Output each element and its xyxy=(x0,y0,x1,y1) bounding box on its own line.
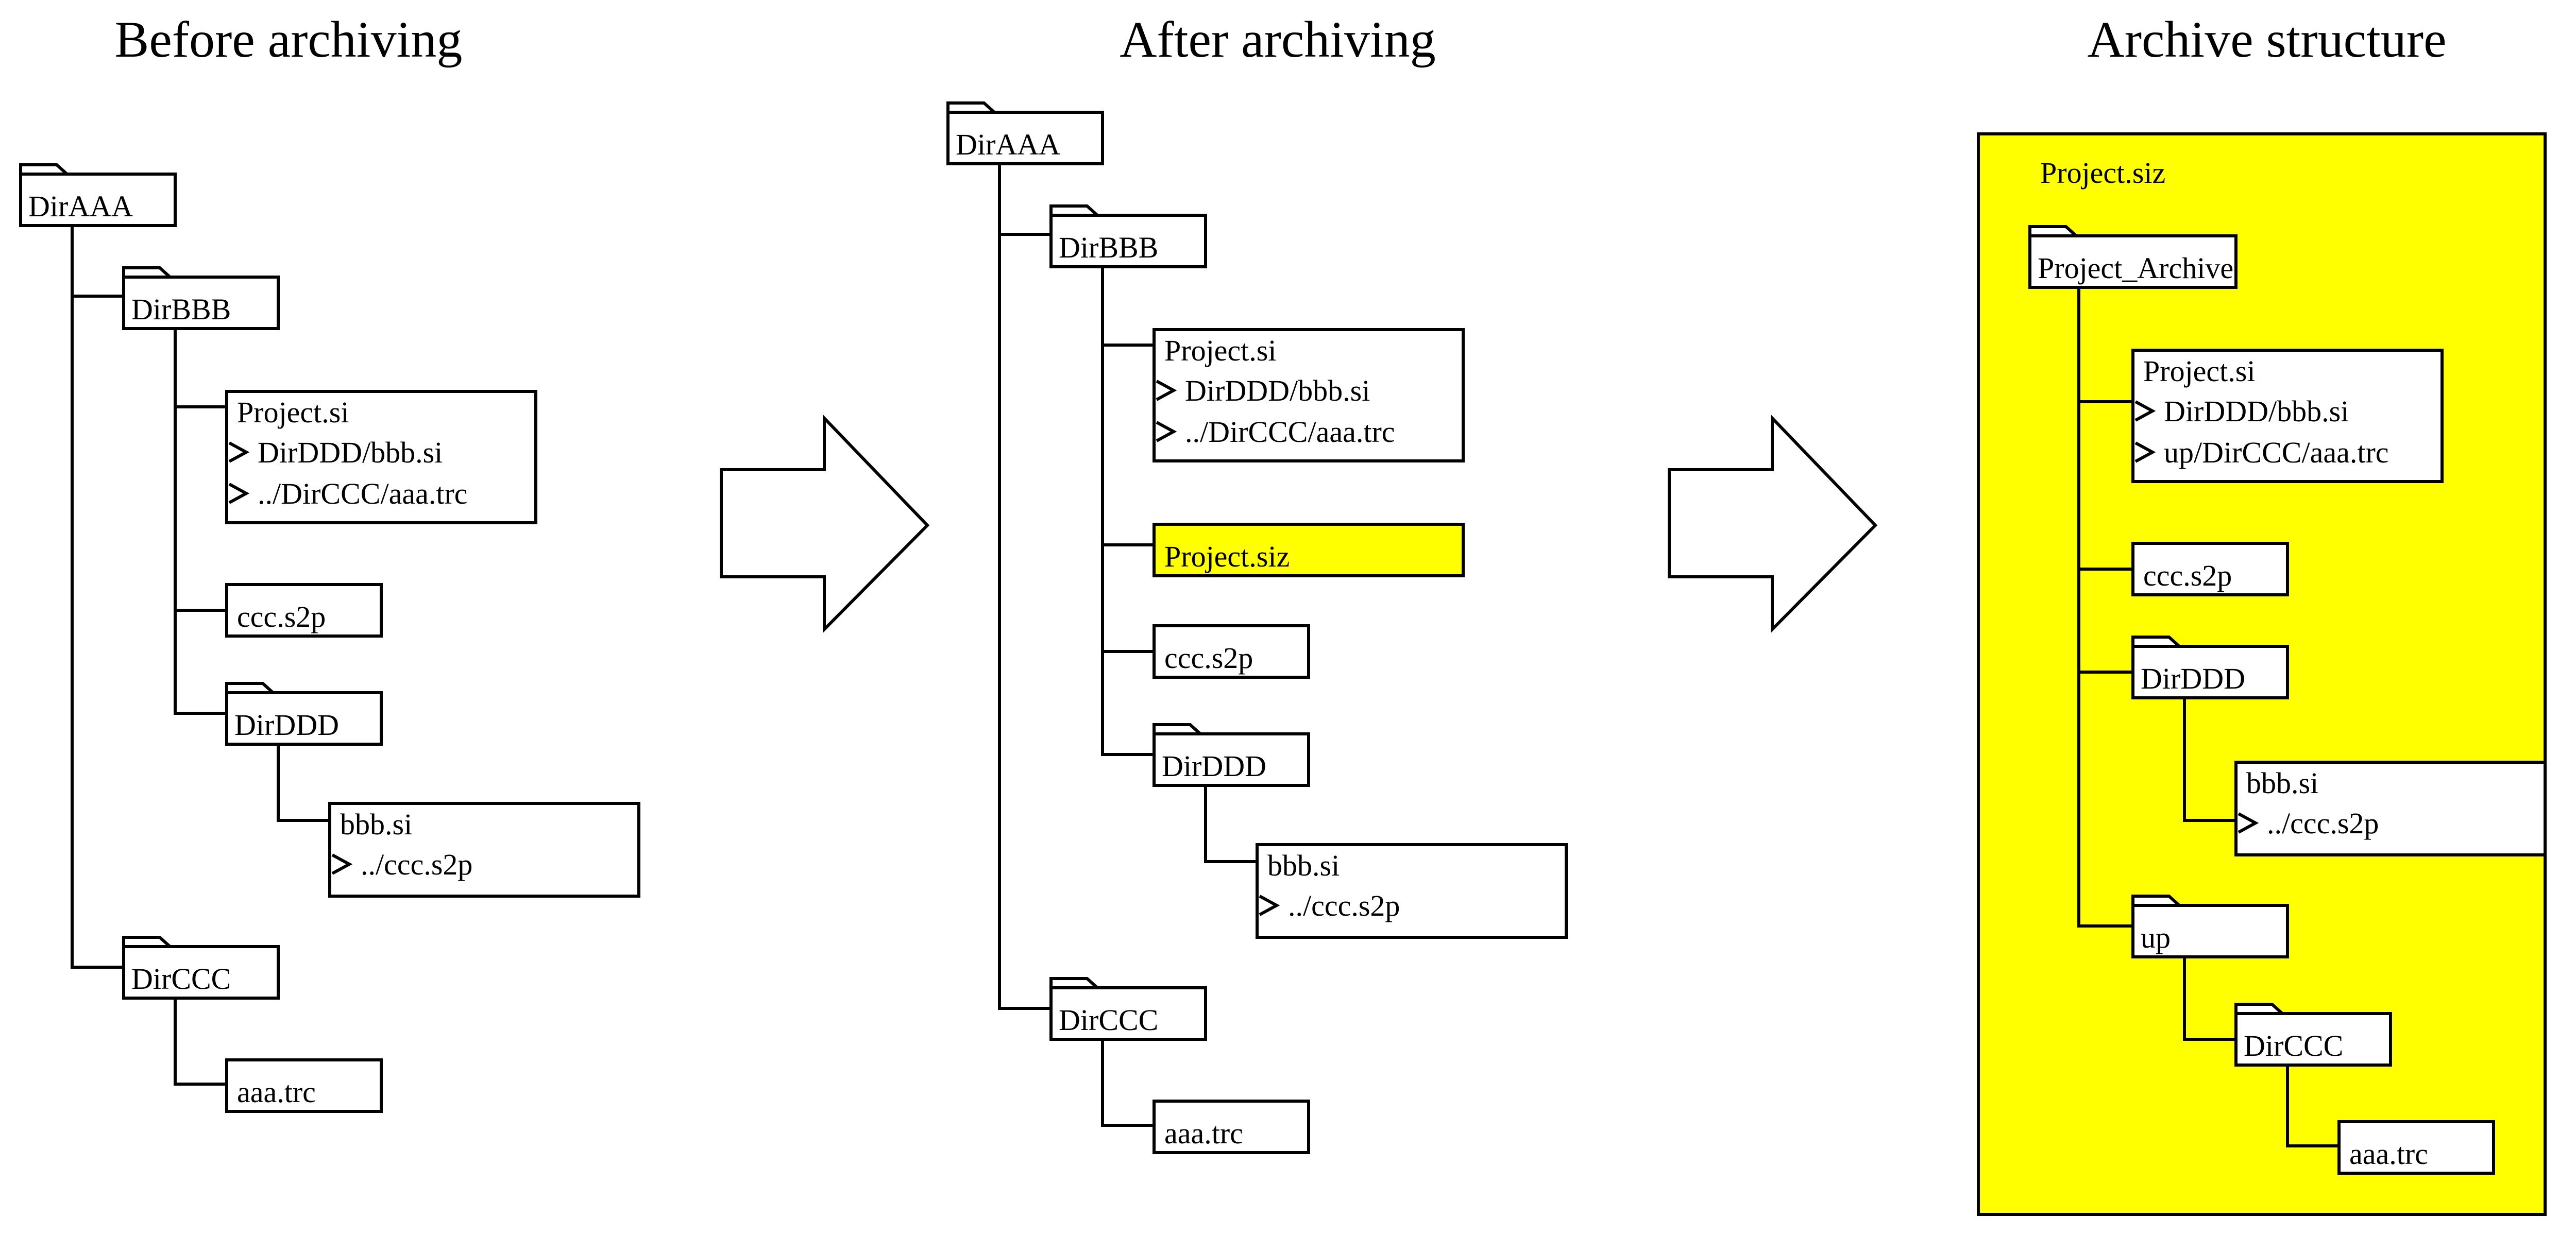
file-reference: ../ccc.s2p xyxy=(361,848,472,881)
panel-title-archive: Archive structure xyxy=(2088,11,2447,68)
right-arrow-icon xyxy=(720,414,930,633)
folder-dirccc[interactable]: DirCCC xyxy=(1049,977,1207,1041)
folder-diraaa[interactable]: DirAAA xyxy=(19,163,177,227)
file-ccc-s2p[interactable]: ccc.s2p xyxy=(1153,624,1310,679)
file-aaa-trc[interactable]: aaa.trc xyxy=(1153,1100,1310,1154)
folder-label: Project_Archive xyxy=(2038,251,2233,285)
archive-container-label: Project.siz xyxy=(2040,156,2165,190)
file-name: ccc.s2p xyxy=(237,600,326,633)
reference-chevron-icon xyxy=(2134,441,2156,463)
tree-lines-archive xyxy=(2077,287,2339,1147)
reference-chevron-icon xyxy=(228,441,250,463)
file-ccc-s2p[interactable]: ccc.s2p xyxy=(2131,542,2289,596)
file-name: Project.siz xyxy=(1164,540,1290,573)
folder-label: DirCCC xyxy=(1059,1003,1158,1037)
file-reference: DirDDD/bbb.si xyxy=(258,436,443,469)
folder-label: DirAAA xyxy=(956,128,1060,161)
file-name: Project.si xyxy=(2143,354,2255,388)
folder-up[interactable]: up xyxy=(2131,895,2289,958)
reference-chevron-icon xyxy=(331,853,353,875)
panel-before: Before archiving DirAAA DirBBB Project. xyxy=(19,11,640,1113)
reference-chevron-icon xyxy=(1156,380,1177,401)
reference-chevron-icon xyxy=(1156,421,1177,442)
reference-chevron-icon xyxy=(1259,895,1280,916)
folder-dirbbb[interactable]: DirBBB xyxy=(1049,204,1207,268)
folder-label: DirDDD xyxy=(2141,662,2245,695)
file-reference: ../DirCCC/aaa.trc xyxy=(258,477,468,510)
folder-label: DirBBB xyxy=(1059,231,1158,264)
tree-lines-after xyxy=(998,164,1257,1127)
file-reference: up/DirCCC/aaa.trc xyxy=(2164,436,2389,469)
folder-dirccc[interactable]: DirCCC xyxy=(122,936,280,1000)
panel-archive: Archive structure Project.siz Project_Ar… xyxy=(1977,11,2547,1216)
folder-label: DirCCC xyxy=(131,962,231,996)
file-name: ccc.s2p xyxy=(1164,641,1253,675)
reference-chevron-icon xyxy=(228,483,250,504)
tree-lines-before xyxy=(71,226,330,1086)
file-reference: ../DirCCC/aaa.trc xyxy=(1185,415,1395,449)
file-ccc-s2p[interactable]: ccc.s2p xyxy=(225,583,383,638)
file-aaa-trc[interactable]: aaa.trc xyxy=(2337,1120,2495,1175)
file-name: aaa.trc xyxy=(1164,1117,1243,1150)
folder-dirddd[interactable]: DirDDD xyxy=(225,682,383,746)
folder-label: DirCCC xyxy=(2244,1029,2343,1062)
file-reference: DirDDD/bbb.si xyxy=(1185,374,1370,407)
file-project-siz[interactable]: Project.siz xyxy=(1153,523,1465,577)
file-name: aaa.trc xyxy=(237,1075,316,1109)
file-name: Project.si xyxy=(237,396,349,429)
folder-label: DirDDD xyxy=(1162,749,1266,783)
file-reference: ../ccc.s2p xyxy=(1288,889,1400,922)
folder-dirddd[interactable]: DirDDD xyxy=(1153,723,1310,787)
reference-chevron-icon xyxy=(2134,400,2156,422)
file-name: aaa.trc xyxy=(2349,1137,2428,1171)
right-arrow-icon xyxy=(1668,414,1878,633)
file-reference: ../ccc.s2p xyxy=(2267,807,2379,840)
folder-label: up xyxy=(2141,921,2171,954)
reference-chevron-icon xyxy=(2238,812,2259,834)
file-project-si[interactable]: Project.si DirDDD/bbb.si up/DirCCC/aaa.t… xyxy=(2131,349,2444,483)
file-name: bbb.si xyxy=(2246,766,2318,800)
folder-project-archive[interactable]: Project_Archive xyxy=(2028,225,2238,289)
folder-label: DirBBB xyxy=(131,293,231,326)
folder-dirbbb[interactable]: DirBBB xyxy=(122,266,280,330)
folder-dirccc[interactable]: DirCCC xyxy=(2234,1003,2392,1067)
folder-label: DirDDD xyxy=(234,708,339,742)
file-reference: DirDDD/bbb.si xyxy=(2164,394,2349,428)
file-bbb-si[interactable]: bbb.si ../ccc.s2p xyxy=(2234,761,2547,856)
file-bbb-si[interactable]: bbb.si ../ccc.s2p xyxy=(1256,843,1568,939)
file-project-si[interactable]: Project.si DirDDD/bbb.si ../DirCCC/aaa.t… xyxy=(1153,328,1465,462)
panel-after: After archiving DirAAA DirBBB Project xyxy=(946,11,1568,1154)
file-bbb-si[interactable]: bbb.si ../ccc.s2p xyxy=(328,802,640,898)
folder-dirddd[interactable]: DirDDD xyxy=(2131,636,2289,699)
panel-title-after: After archiving xyxy=(1120,11,1436,68)
panel-title-before: Before archiving xyxy=(115,11,463,68)
folder-label: DirAAA xyxy=(28,190,133,223)
file-name: bbb.si xyxy=(340,808,412,841)
file-project-si[interactable]: Project.si DirDDD/bbb.si ../DirCCC/aaa.t… xyxy=(225,390,537,524)
file-name: bbb.si xyxy=(1267,849,1340,882)
file-name: ccc.s2p xyxy=(2143,559,2232,592)
file-aaa-trc[interactable]: aaa.trc xyxy=(225,1058,383,1113)
folder-diraaa[interactable]: DirAAA xyxy=(946,101,1104,165)
file-name: Project.si xyxy=(1164,334,1276,367)
